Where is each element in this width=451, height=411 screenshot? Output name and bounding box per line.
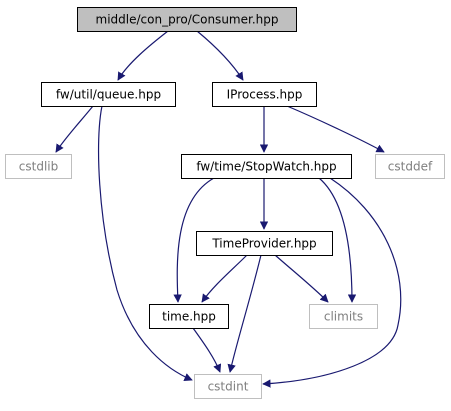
node-climits: climits — [309, 304, 378, 329]
node-box-iprocess — [212, 82, 317, 107]
edge-timeprovider-to-time — [201, 254, 248, 303]
edge-queue-to-cstdint — [97, 105, 193, 381]
node-box-climits — [309, 304, 378, 329]
node-iprocess[interactable]: IProcess.hpp — [212, 82, 317, 107]
edge-time-to-cstdint — [192, 327, 222, 373]
node-label-stopwatch: fw/time/StopWatch.hpp — [196, 160, 336, 174]
node-box-time — [149, 304, 229, 329]
node-label-cstdlib: cstdlib — [19, 160, 58, 174]
edge-timeprovider-to-climits — [274, 254, 329, 303]
node-label-queue: fw/util/queue.hpp — [56, 88, 161, 102]
node-label-cstdint: cstdint — [208, 380, 249, 394]
node-timeprovider[interactable]: TimeProvider.hpp — [196, 231, 333, 256]
node-box-cstdlib — [5, 154, 72, 179]
node-consumer[interactable]: middle/con_pro/Consumer.hpp — [77, 7, 297, 32]
edge-iprocess-to-cstddef — [286, 105, 385, 153]
node-label-iprocess: IProcess.hpp — [227, 88, 303, 102]
edge-queue-to-cstdlib — [55, 105, 94, 153]
node-stopwatch[interactable]: fw/time/StopWatch.hpp — [181, 154, 352, 179]
node-time[interactable]: time.hpp — [149, 304, 229, 329]
node-box-cstdint — [194, 374, 262, 399]
node-box-timeprovider — [196, 231, 333, 256]
edge-consumer-to-queue — [117, 30, 169, 81]
node-queue[interactable]: fw/util/queue.hpp — [41, 82, 176, 107]
node-box-cstddef — [375, 154, 445, 179]
edge-consumer-to-iprocess — [196, 30, 244, 81]
node-box-queue — [41, 82, 176, 107]
node-label-climits: climits — [324, 310, 363, 324]
node-box-stopwatch — [181, 154, 352, 179]
node-cstdint: cstdint — [194, 374, 262, 399]
edge-stopwatch-to-time — [173, 177, 215, 303]
node-label-timeprovider: TimeProvider.hpp — [211, 237, 316, 251]
nodes-layer: middle/con_pro/Consumer.hpp fw/util/queue… — [5, 7, 445, 399]
edge-stopwatch-to-climits — [318, 177, 357, 303]
node-box-consumer — [77, 7, 297, 32]
node-cstddef: cstddef — [375, 154, 445, 179]
edge-timeprovider-to-cstdint — [227, 254, 262, 373]
edge-stopwatch-to-cstdint — [262, 177, 402, 388]
node-label-consumer: middle/con_pro/Consumer.hpp — [96, 13, 279, 27]
edges-layer — [55, 30, 402, 388]
node-cstdlib: cstdlib — [5, 154, 72, 179]
node-label-cstddef: cstddef — [388, 160, 433, 174]
node-label-time: time.hpp — [162, 310, 216, 324]
